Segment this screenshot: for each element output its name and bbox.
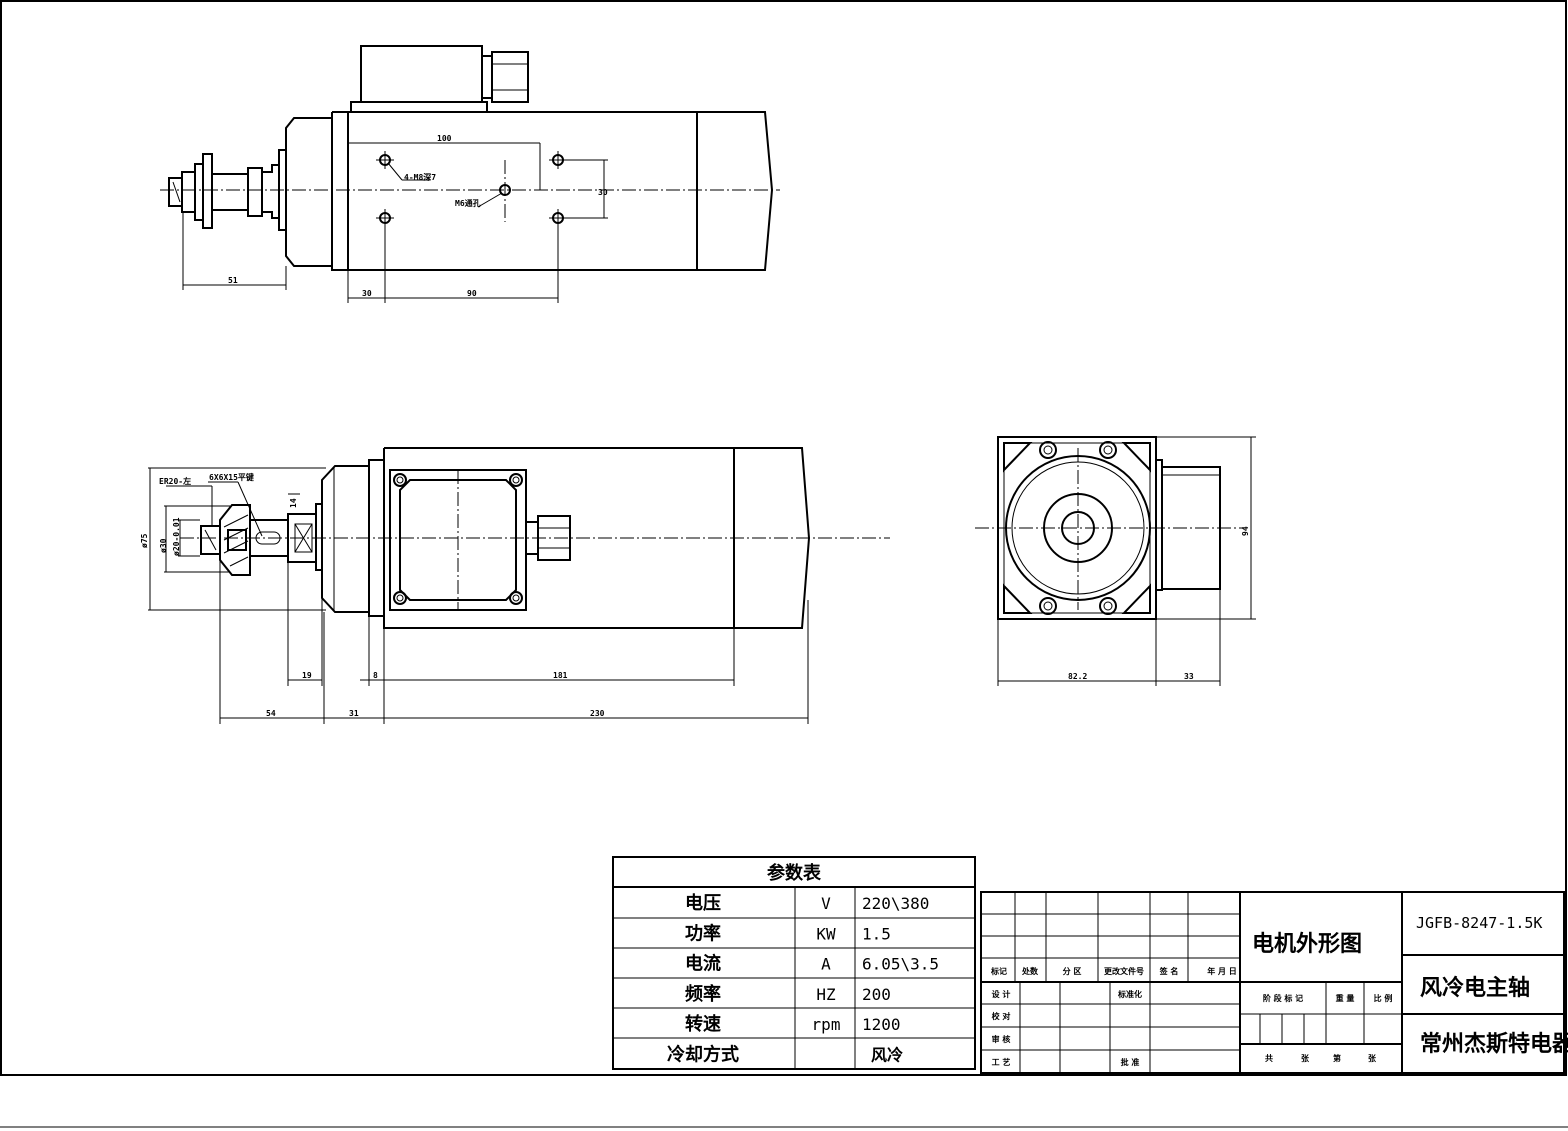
end-view: 94 82.2 33 xyxy=(975,436,1256,686)
rev-header-mark: 标记 xyxy=(990,966,1007,976)
dim-75: ø75 xyxy=(140,533,149,548)
rev-header-sign: 签 名 xyxy=(1159,966,1179,976)
param-value-0: 220\380 xyxy=(862,894,929,913)
param-table: 参数表 电压 V 220\380 功率 KW 1.5 电流 A 6.05\3.5 频率 HZ 200 转… xyxy=(612,856,976,1070)
param-name-2: 电流 xyxy=(685,953,721,975)
std-label: 标准化 xyxy=(1117,989,1142,999)
hole-note: 4-M8深7 xyxy=(404,172,436,182)
approve-label: 批 准 xyxy=(1121,1057,1140,1067)
sheet-unit-1: 张 xyxy=(1301,1054,1310,1063)
drawing-number: JGFB-8247-1.5K xyxy=(1416,914,1542,932)
dim-8: 8 xyxy=(373,671,378,680)
param-value-5: 风冷 xyxy=(871,1046,903,1065)
param-name-1: 功率 xyxy=(685,922,721,944)
rev-header-zone: 分 区 xyxy=(1063,966,1082,976)
rev-header-date: 年 月 日 xyxy=(1207,966,1237,976)
shaft xyxy=(211,173,249,211)
param-unit-2: A xyxy=(821,955,831,974)
key-note: 6X6X15平键 xyxy=(209,472,254,482)
weight-label: 重 量 xyxy=(1336,993,1355,1003)
company-name: 常州杰斯特电器 xyxy=(1420,1031,1568,1057)
dim-30: 30 xyxy=(362,289,372,298)
scale-label: 比 例 xyxy=(1374,993,1393,1003)
sheet-total: 共 xyxy=(1265,1053,1273,1063)
top-view: 100 4-M8深7 M6通孔 30 51 30 90 xyxy=(160,45,780,303)
param-table-title: 参数表 xyxy=(767,862,822,884)
junction-box xyxy=(360,45,483,103)
front-flange xyxy=(285,117,332,267)
rev-header-count: 处数 xyxy=(1021,966,1039,976)
param-unit-3: HZ xyxy=(816,985,836,1004)
dim-19: 19 xyxy=(302,671,312,680)
dim-181: 181 xyxy=(553,671,568,680)
param-value-3: 200 xyxy=(862,985,891,1004)
sign-process: 工 艺 xyxy=(992,1057,1011,1067)
dim-30-vertical: 30 xyxy=(598,188,608,197)
param-unit-1: KW xyxy=(816,924,836,943)
param-unit-0: V xyxy=(821,894,831,913)
dim-51: 51 xyxy=(228,276,238,285)
sheet-unit-2: 张 xyxy=(1368,1054,1377,1063)
product-name: 风冷电主轴 xyxy=(1420,975,1530,1001)
dim-54: 54 xyxy=(266,709,276,718)
sign-design: 设 计 xyxy=(992,989,1011,999)
param-name-4: 转速 xyxy=(685,1013,721,1035)
param-unit-4: rpm xyxy=(812,1015,841,1034)
dim-90: 90 xyxy=(467,289,477,298)
mounting-holes xyxy=(376,151,567,227)
dim-33: 33 xyxy=(1184,672,1194,681)
er-note: ER20-左 xyxy=(159,476,191,486)
dim-30-dia: ø30 xyxy=(159,538,168,553)
rev-header-doc: 更改文件号 xyxy=(1104,966,1144,976)
sheet-current: 第 xyxy=(1333,1053,1341,1063)
side-view: ER20-左 6X6X15平键 14 ø75 ø30 ø20-0.01 19 8… xyxy=(140,447,890,724)
dim-31: 31 xyxy=(349,709,359,718)
param-value-4: 1200 xyxy=(862,1015,901,1034)
cable-gland xyxy=(491,51,529,103)
dim-94: 94 xyxy=(1241,526,1250,536)
drawing-name: 电机外形图 xyxy=(1252,931,1362,957)
dim-14: 14 xyxy=(289,498,298,508)
param-name-3: 频率 xyxy=(685,983,721,1005)
dim-82: 82.2 xyxy=(1068,672,1087,681)
motor-body xyxy=(331,111,774,271)
param-value-2: 6.05\3.5 xyxy=(862,955,939,974)
dim-20: ø20-0.01 xyxy=(172,517,181,556)
param-name-0: 电压 xyxy=(685,892,721,914)
drawing-border xyxy=(0,0,1567,1076)
param-value-1: 1.5 xyxy=(862,924,891,943)
sign-review: 审 核 xyxy=(992,1034,1011,1044)
dim-100: 100 xyxy=(437,134,452,143)
dim-230: 230 xyxy=(590,709,605,718)
title-block: 标记 处数 分 区 更改文件号 签 名 年 月 日 设 计 校 对 审 核 工 … xyxy=(980,891,1568,1074)
m6-note: M6通孔 xyxy=(455,198,481,208)
sign-check: 校 对 xyxy=(992,1011,1011,1021)
param-name-5: 冷却方式 xyxy=(667,1044,739,1066)
stage-label: 阶 段 标 记 xyxy=(1263,993,1303,1003)
